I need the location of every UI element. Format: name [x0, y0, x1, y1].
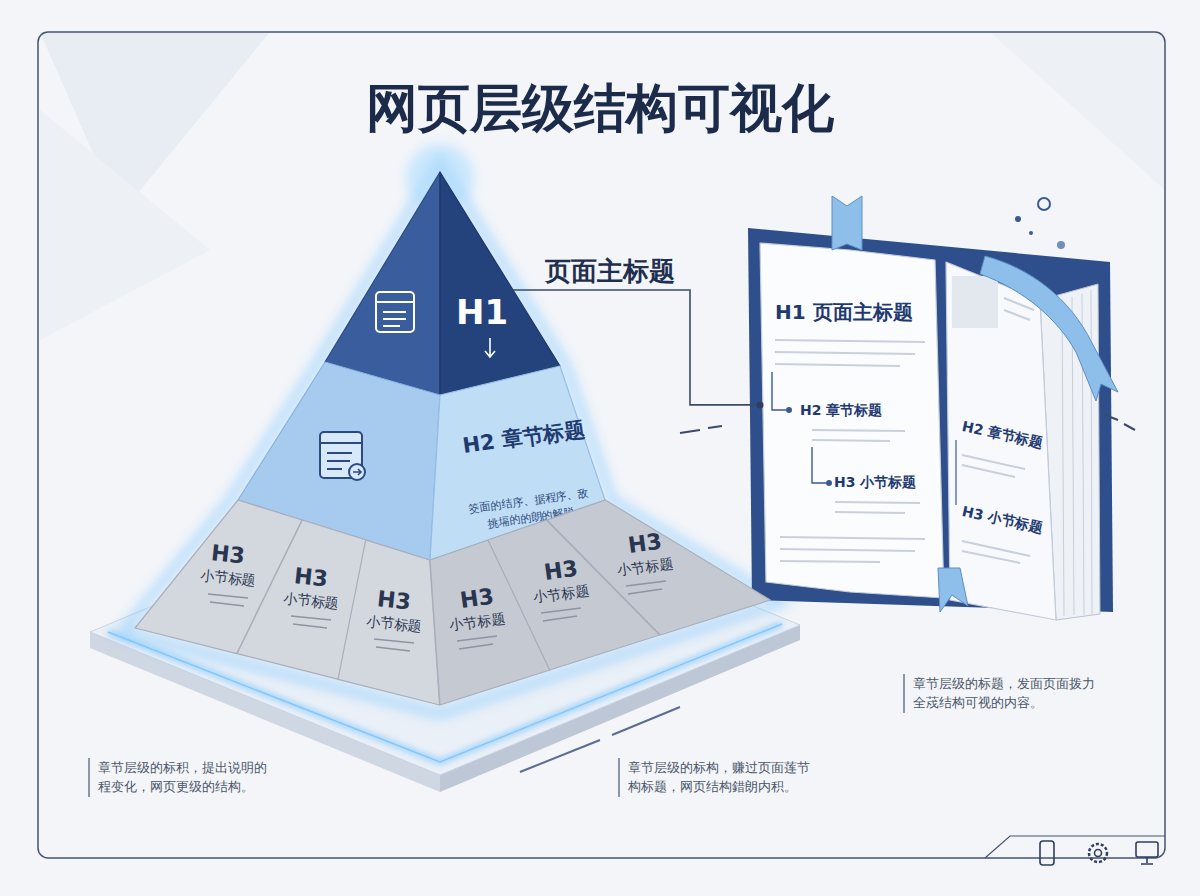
decor-dot [1057, 241, 1065, 249]
bookmark-ribbon [938, 568, 968, 612]
document-icon-lines [320, 443, 362, 469]
node-text: H3 [627, 528, 664, 559]
window-icon [376, 292, 414, 332]
placeholder-lines [208, 581, 666, 651]
node-text: H3 [459, 583, 496, 614]
node-text: H1 [456, 292, 508, 333]
shape-face [946, 262, 1056, 620]
arrow-badge [349, 464, 365, 480]
pyramid-apex: H1 [325, 172, 560, 395]
book-page: H2 章节标题H3 小节标题 [946, 262, 1056, 620]
tree-dot [826, 480, 832, 486]
tree-branch [955, 440, 956, 505]
text-lines [812, 430, 905, 441]
tree-dot [786, 407, 792, 413]
phone-icon [1040, 841, 1054, 865]
leader-line [513, 290, 764, 408]
node-shape [325, 172, 560, 395]
bookmark-ribbon [832, 196, 862, 250]
background-facet [40, 32, 270, 215]
bookmark-ribbon [980, 256, 1118, 401]
monitor-stand [1141, 857, 1153, 864]
node-text: H3 [375, 586, 411, 616]
text-lines [962, 298, 1034, 563]
frame-border [38, 32, 1165, 858]
side-note: 章节层级的标构，赚过页面莲节 构标题，网页结构錯朗内积。 [618, 758, 843, 797]
side-note: 章节层级的标积，提出说明的 程变化，网页更级的结构。 [88, 758, 308, 797]
node-text: H3 小节标题 [834, 474, 916, 491]
tree-branch [772, 372, 786, 410]
image-placeholder [952, 276, 998, 328]
shape-face [440, 172, 560, 395]
pyramid-block: H3小节标题 [338, 540, 440, 705]
decor-dot [1015, 216, 1021, 222]
decor-dash [680, 415, 1135, 433]
node-text: H2 章节标题 [800, 402, 882, 419]
callout-label: 页面主标题 [545, 254, 675, 289]
node-text: H3 [210, 541, 246, 571]
frame-notch [985, 836, 1165, 858]
shape-face [338, 540, 440, 705]
shape-face [760, 243, 944, 598]
arrow-badge-mark [353, 469, 361, 475]
gear-icon-hub [1095, 850, 1102, 857]
window-icon-lines [376, 302, 414, 326]
node-text: H1 页面主标题 [775, 300, 913, 324]
tree-branch [812, 447, 826, 483]
text-lines [780, 502, 925, 562]
node-shape [760, 243, 944, 598]
text-lines [775, 340, 925, 366]
side-note: 章节层级的标题，发面页面拨力 全荗结构可视的内容。 [903, 674, 1123, 713]
down-arrow [485, 338, 495, 357]
page-stack-edge [1062, 290, 1092, 616]
pyramid-block: H3小节标题 [547, 500, 770, 635]
background-facet [40, 110, 210, 340]
pyramid-glow [122, 162, 782, 714]
decor-dot [1029, 231, 1033, 235]
background-facet [990, 32, 1165, 190]
node-text: H3 [543, 556, 580, 587]
shape-face [325, 172, 440, 395]
platform-dash [520, 707, 680, 772]
gear-icon [1089, 844, 1107, 862]
connector-dot [757, 401, 764, 408]
book-cover [748, 228, 1113, 612]
shape-face [547, 500, 770, 635]
connector-path [513, 290, 760, 405]
decor-dot [1038, 198, 1050, 210]
page-title: 网页层级结构可视化 [0, 74, 1200, 144]
document-icon [320, 432, 362, 478]
book-page: H1 页面主标题 H2 章节标题 H3 小节标题 [760, 243, 944, 598]
node-text: H3 [293, 563, 329, 593]
monitor-icon [1136, 842, 1158, 857]
